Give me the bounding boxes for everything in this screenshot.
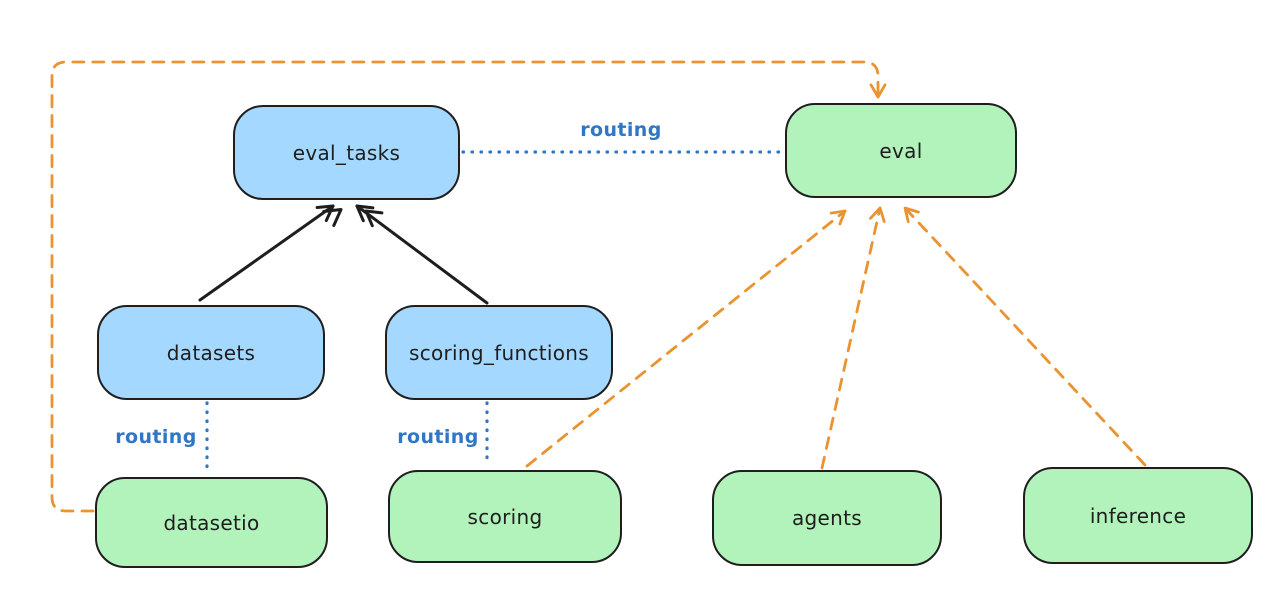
node-datasetio: datasetio (95, 477, 328, 568)
node-eval-tasks-label: eval_tasks (292, 140, 401, 165)
edge-datasets-to-eval-tasks (198, 204, 343, 302)
node-scoring: scoring (388, 470, 622, 563)
edge-datasetio-to-eval (50, 60, 887, 513)
edge-label-routing-eval-tasks-eval: routing (580, 119, 662, 141)
node-scoring-functions: scoring_functions (385, 305, 613, 400)
node-scoring-label: scoring (467, 504, 543, 529)
edge-scoring-functions-to-eval-tasks (355, 204, 489, 305)
arrowhead-icon (903, 206, 920, 223)
node-datasets-label: datasets (166, 340, 256, 365)
node-datasets: datasets (97, 305, 325, 400)
node-agents-label: agents (792, 506, 862, 530)
edge-scoring-to-eval (525, 209, 847, 468)
arrowhead-icon (869, 206, 886, 223)
node-eval-tasks: eval_tasks (233, 105, 460, 200)
edge-label-routing-datasets-datasetio: routing (115, 426, 197, 448)
node-eval: eval (785, 103, 1017, 198)
node-datasetio-label: datasetio (163, 510, 260, 535)
edge-inference-to-eval (903, 206, 1147, 467)
arrowhead-icon (829, 209, 847, 226)
node-agents: agents (712, 470, 942, 566)
node-scoring-functions-label: scoring_functions (408, 340, 590, 365)
arrowhead-icon (364, 209, 384, 228)
node-eval-label: eval (879, 138, 923, 163)
arrowhead-icon (315, 204, 335, 222)
edge-label-routing-scoring-functions-scoring: routing (397, 426, 479, 448)
arrowhead-icon (355, 204, 375, 223)
arrowhead-icon (322, 208, 343, 227)
arrowhead-icon (869, 83, 887, 99)
node-inference-label: inference (1089, 503, 1187, 528)
edge-agents-to-eval (820, 206, 886, 470)
node-inference: inference (1023, 467, 1253, 564)
